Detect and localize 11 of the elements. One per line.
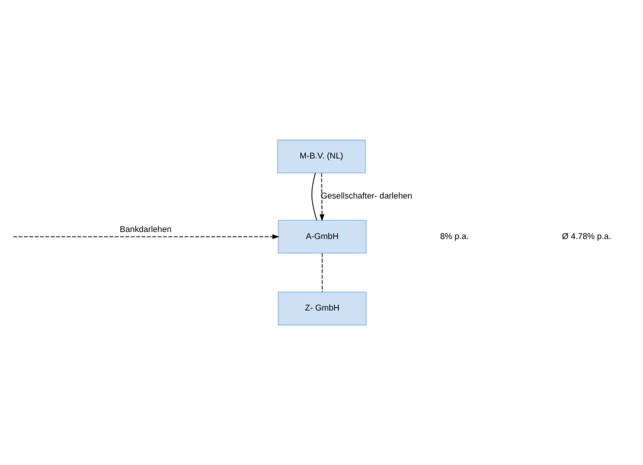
- connector: [322, 253, 323, 292]
- arrow: [12, 234, 280, 240]
- arrow: [320, 172, 324, 222]
- label: 8% p.a.: [440, 230, 469, 241]
- label: Ø 4.78% p.a.: [562, 230, 612, 241]
- node-box: A-GmbH: [278, 220, 367, 254]
- connector: [311, 172, 318, 221]
- node-box: Z- GmbH: [278, 292, 367, 326]
- edge-label: Gesellschafter- darlehen: [320, 190, 412, 201]
- edge-label: Bankdarlehen: [120, 224, 172, 234]
- node-box: M-B.V. (NL): [277, 140, 366, 174]
